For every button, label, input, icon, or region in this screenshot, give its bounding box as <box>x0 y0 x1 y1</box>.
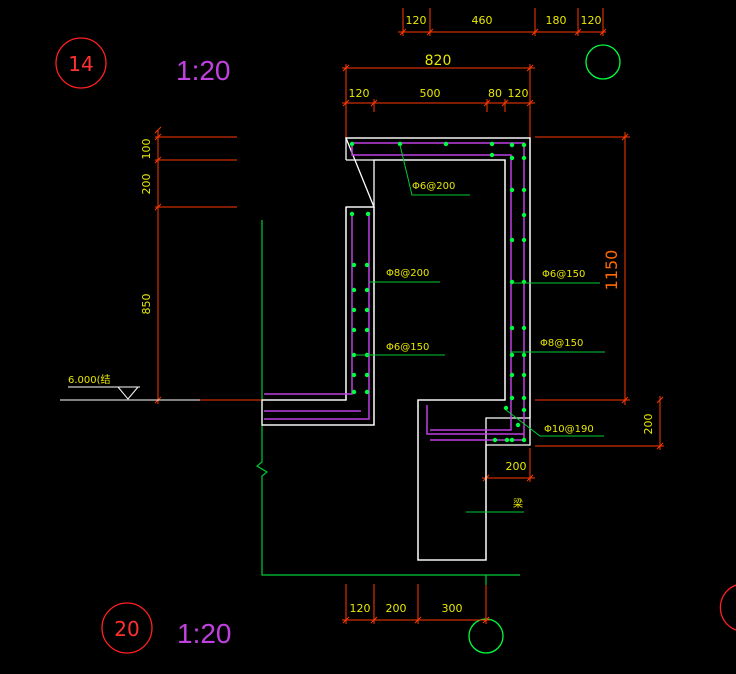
bar-dot <box>521 187 527 193</box>
rebar-label-top-slab: Φ6@200 <box>412 181 455 192</box>
bar-dot <box>351 327 357 333</box>
bar-dot <box>364 262 370 268</box>
bar-dot <box>351 262 357 268</box>
bar-dot <box>521 372 527 378</box>
ground-lines <box>255 220 520 585</box>
dim-right-height <box>535 132 630 405</box>
bar-dot <box>521 407 527 413</box>
bar-dots <box>349 141 527 443</box>
dim-top <box>398 8 607 36</box>
section-circle-20 <box>101 602 153 654</box>
rebar-label-left-outer: Φ8@200 <box>386 268 429 279</box>
dim-second-2: 500 <box>420 87 441 100</box>
bar-dot <box>492 437 498 443</box>
bar-dot <box>521 155 527 161</box>
section-circle-partial <box>719 584 736 631</box>
bar-dot <box>521 352 527 358</box>
dim-bottom-2: 200 <box>386 602 407 615</box>
dim-left-vertical <box>154 126 237 404</box>
dim-lower-200: 200 <box>506 460 527 473</box>
bar-dot <box>509 437 515 443</box>
bar-dot <box>521 279 527 285</box>
bar-dot <box>364 389 370 395</box>
bar-dot <box>509 142 515 148</box>
dim-right-1150: 1150 <box>602 250 621 291</box>
bar-dot <box>509 325 515 331</box>
bar-dot <box>364 327 370 333</box>
bar-dot <box>349 141 355 147</box>
scale-label-20: 1:20 <box>177 618 232 649</box>
dim-second-3: 80 <box>488 87 502 100</box>
dim-second-4: 120 <box>508 87 529 100</box>
elevation-marker <box>60 386 262 401</box>
bar-dot <box>521 142 527 148</box>
bar-dot <box>349 211 355 217</box>
bar-dot <box>509 279 515 285</box>
bar-dot <box>489 152 495 158</box>
bar-dot <box>351 389 357 395</box>
dim-overall-820: 820 <box>425 53 452 69</box>
rebar-label-left-inner: Φ6@150 <box>386 342 429 353</box>
bar-dot <box>503 405 509 411</box>
dim-bottom <box>342 584 490 624</box>
bar-dot <box>489 141 495 147</box>
bar-dot <box>351 352 357 358</box>
rebar-label-right-outer: Φ6@150 <box>542 269 585 280</box>
rebar-label-corner: Φ10@190 <box>544 424 594 435</box>
dim-top-1: 120 <box>406 14 427 27</box>
bar-dot <box>509 395 515 401</box>
rebar-label-right-inner: Φ8@150 <box>540 338 583 349</box>
section-marker-20: 20 1:20 <box>101 602 232 654</box>
dim-left-100: 100 <box>140 139 153 160</box>
beam-label: 梁 <box>513 497 523 510</box>
bar-dot <box>351 307 357 313</box>
dim-right-200: 200 <box>642 414 655 435</box>
concrete-outline-detail <box>262 137 531 561</box>
dim-second-1: 120 <box>349 87 370 100</box>
bar-dot <box>515 422 521 428</box>
bar-dot <box>521 437 527 443</box>
bar-dot <box>351 372 357 378</box>
bar-dot <box>443 141 449 147</box>
dim-left-200: 200 <box>140 174 153 195</box>
section-circle-14 <box>55 37 107 89</box>
section-number-14: 14 <box>68 52 93 76</box>
dim-bottom-3: 300 <box>442 602 463 615</box>
bar-dot <box>509 352 515 358</box>
bar-dot <box>504 437 510 443</box>
bar-dot <box>509 237 515 243</box>
dim-top-3: 180 <box>546 14 567 27</box>
dim-right-small <box>535 396 664 450</box>
elevation-label: 6.000(结 <box>68 373 111 386</box>
section-number-20: 20 <box>114 617 139 641</box>
bar-dot <box>521 237 527 243</box>
section-marker-14: 14 1:20 <box>55 37 231 89</box>
dim-left-850: 850 <box>140 294 153 315</box>
bar-dot <box>521 212 527 218</box>
dim-top-4: 120 <box>581 14 602 27</box>
bar-dot <box>521 395 527 401</box>
bar-dot <box>364 307 370 313</box>
bar-dot <box>509 155 515 161</box>
bar-dot <box>521 325 527 331</box>
rebar-lines <box>264 142 525 441</box>
axis-circle-bottom <box>468 618 504 654</box>
bar-dot <box>364 372 370 378</box>
dim-top-2: 460 <box>472 14 493 27</box>
scale-label-14: 1:20 <box>176 55 231 86</box>
bar-dot <box>509 372 515 378</box>
leader-lines <box>355 144 605 513</box>
bar-dot <box>365 211 371 217</box>
bar-dot <box>364 287 370 293</box>
axis-circle-top <box>585 44 621 80</box>
bar-dot <box>397 141 403 147</box>
bar-dot <box>351 287 357 293</box>
dim-bottom-1: 120 <box>350 602 371 615</box>
dim-overall <box>342 64 535 100</box>
dim-second <box>342 99 535 138</box>
bar-dot <box>509 187 515 193</box>
